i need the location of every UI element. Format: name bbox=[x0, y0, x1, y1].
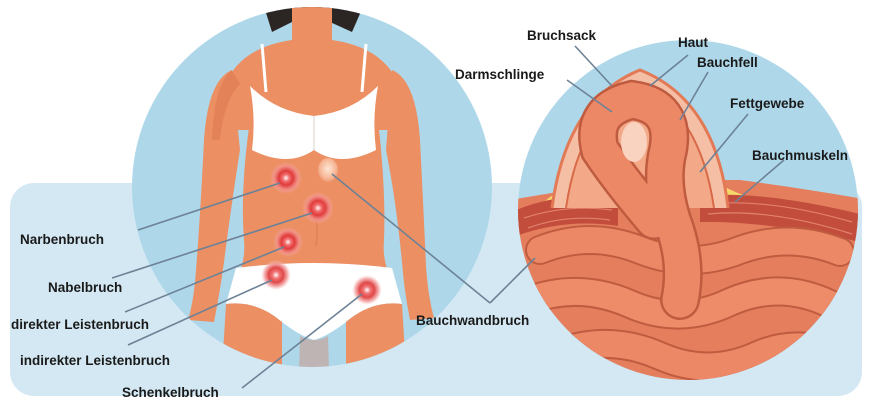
schenkelbruch-marker bbox=[352, 275, 382, 305]
indirekter-leistenbruch-marker bbox=[261, 260, 291, 290]
label-nabelbruch: Nabelbruch bbox=[48, 280, 122, 295]
label-bauchfell: Bauchfell bbox=[697, 55, 758, 70]
label-indirekter-leistenbruch: indirekter Leistenbruch bbox=[20, 353, 170, 368]
label-narbenbruch: Narbenbruch bbox=[20, 232, 104, 247]
label-fettgewebe: Fettgewebe bbox=[730, 96, 805, 111]
label-bauchwandbruch: Bauchwandbruch bbox=[416, 313, 529, 328]
label-haut: Haut bbox=[678, 35, 709, 50]
label-bruchsack: Bruchsack bbox=[527, 28, 597, 43]
narbenbruch-marker bbox=[270, 162, 302, 194]
bauchwandbruch-bulge bbox=[318, 158, 338, 182]
label-direkter-leistenbruch: direkter Leistenbruch bbox=[11, 317, 149, 332]
nabelbruch-marker bbox=[302, 192, 334, 224]
direkter-leistenbruch-marker bbox=[273, 227, 303, 257]
label-darmschlinge: Darmschlinge bbox=[455, 67, 545, 82]
label-schenkelbruch: Schenkelbruch bbox=[122, 385, 219, 400]
label-bauchmuskeln: Bauchmuskeln bbox=[752, 148, 848, 163]
